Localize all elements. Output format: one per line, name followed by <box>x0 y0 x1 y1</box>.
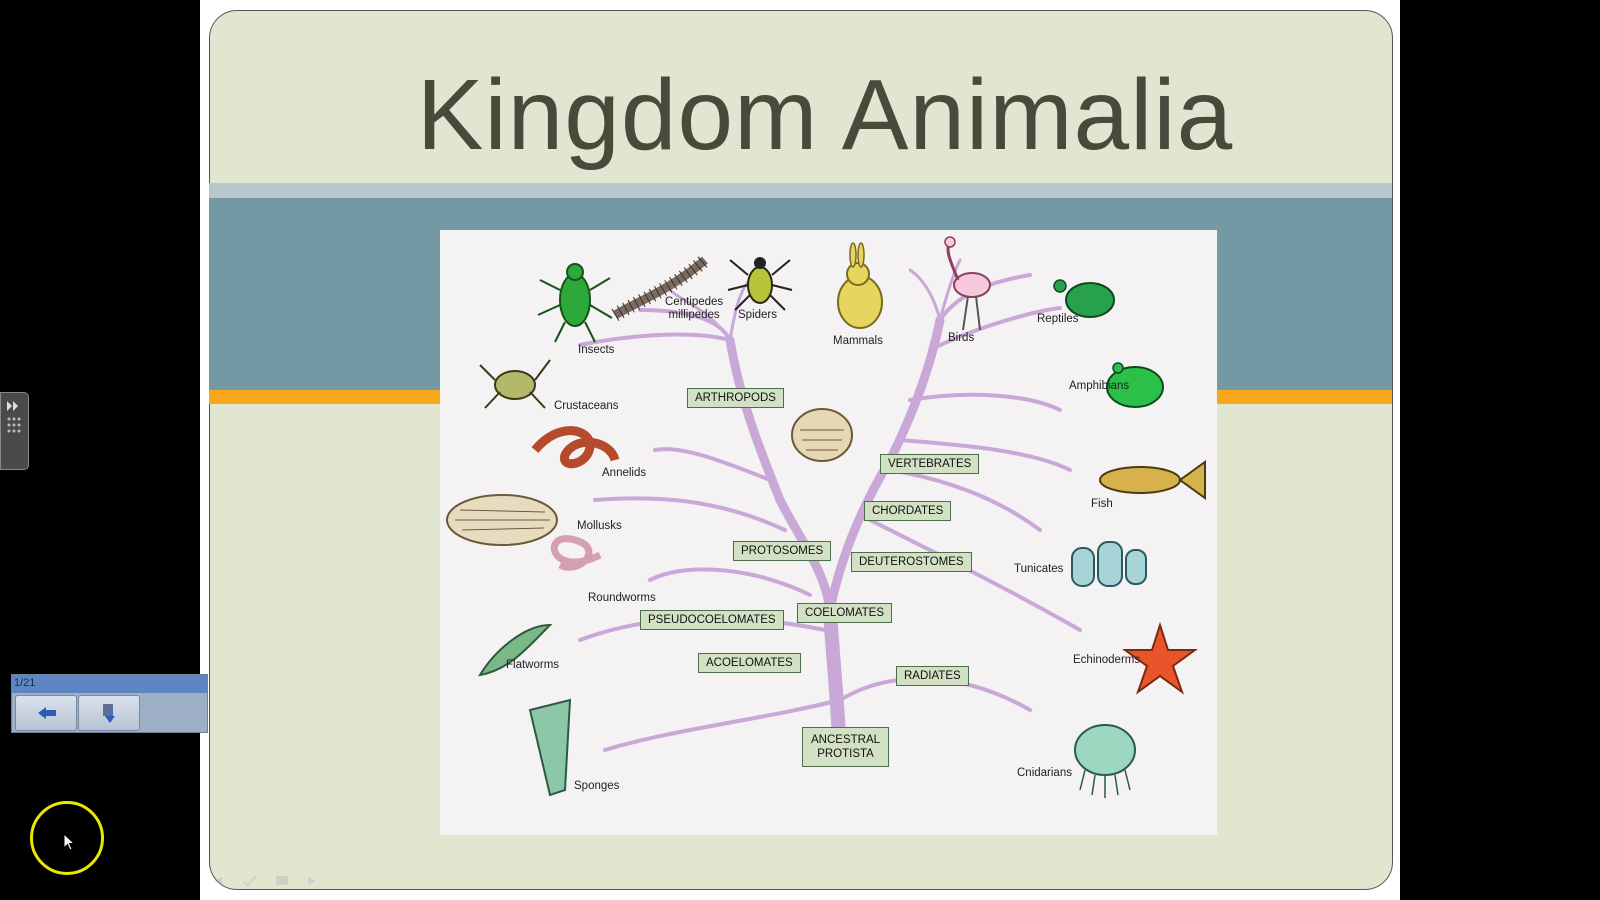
slide-navigation-panel: 1/21 <box>11 674 208 733</box>
slide-menu-button[interactable] <box>78 695 140 731</box>
ancestral-line-1: ANCESTRAL <box>811 734 881 746</box>
slide-toolbar-icons[interactable] <box>212 873 332 887</box>
label-roundworms: Roundworms <box>588 592 656 604</box>
label-birds: Birds <box>948 332 975 344</box>
label-fish: Fish <box>1091 498 1113 510</box>
page-counter-bar <box>12 675 207 693</box>
label-coelomates: COELOMATES <box>797 603 893 623</box>
label-vertebrates: VERTEBRATES <box>880 454 980 474</box>
label-pseudocoelomates: PSEUDOCOELOMATES <box>640 610 784 630</box>
centipedes-line-1: Centipedes <box>665 296 724 308</box>
slide-title: Kingdom Animalia <box>416 59 1234 171</box>
previous-slide-button[interactable] <box>15 695 77 731</box>
label-cnidarians: Cnidarians <box>1017 767 1072 779</box>
label-acoelomates: ACOELOMATES <box>698 653 801 673</box>
back-arrow-icon <box>38 707 56 719</box>
label-echinoderms: Echinoderms <box>1073 654 1141 666</box>
cursor-highlight-ring <box>30 801 104 875</box>
label-tunicates: Tunicates <box>1014 563 1064 575</box>
label-reptiles: Reptiles <box>1037 313 1079 325</box>
label-protosomes: PROTOSOMES <box>733 541 832 561</box>
page-counter: 1/21 <box>14 677 36 689</box>
label-flatworms: Flatworms <box>506 659 560 671</box>
label-centipedes: Centipedes millipedes <box>665 296 723 322</box>
label-ancestral-protista: ANCESTRAL PROTISTA <box>802 727 890 767</box>
label-mollusks: Mollusks <box>577 520 622 532</box>
label-insects: Insects <box>578 344 615 356</box>
label-crustaceans: Crustaceans <box>554 400 619 412</box>
header-band-light <box>209 183 1392 198</box>
label-sponges: Sponges <box>574 780 620 792</box>
mouse-pointer-icon <box>63 833 76 851</box>
menu-down-icon <box>103 704 115 723</box>
centipedes-line-2: millipedes <box>668 309 720 321</box>
label-spiders: Spiders <box>738 309 777 321</box>
ancestral-line-2: PROTISTA <box>817 748 874 760</box>
label-radiates: RADIATES <box>896 666 969 686</box>
side-panel-handle[interactable] <box>0 392 29 470</box>
phylogenetic-tree-figure: ARTHROPODS VERTEBRATES CHORDATES PROTOSO… <box>440 230 1217 835</box>
label-mammals: Mammals <box>833 335 883 347</box>
label-deuterostomes: DEUTEROSTOMES <box>851 552 972 572</box>
label-arthropods: ARTHROPODS <box>687 388 784 408</box>
expand-panel-icon <box>7 401 21 433</box>
label-chordates: CHORDATES <box>864 501 952 521</box>
label-annelids: Annelids <box>602 467 647 479</box>
label-amphibians: Amphibians <box>1069 380 1130 392</box>
